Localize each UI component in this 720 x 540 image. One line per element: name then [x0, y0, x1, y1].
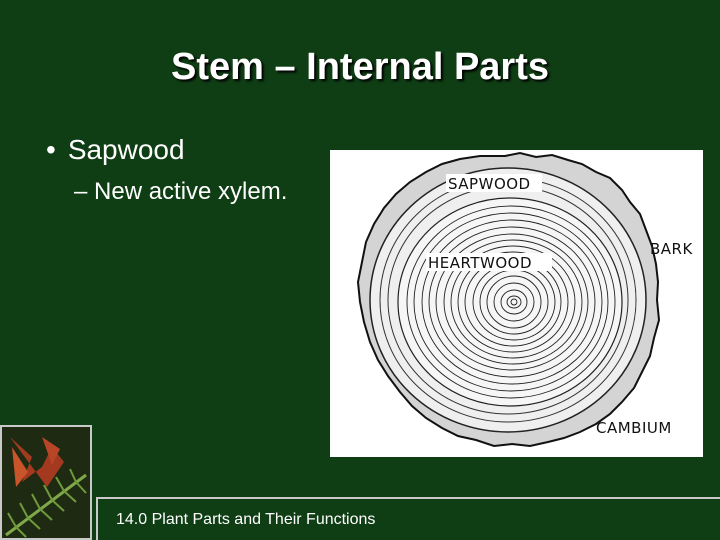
footer-text: 14.0 Plant Parts and Their Functions: [116, 511, 375, 529]
fern-thumbnail: [0, 425, 92, 540]
footer-bar: 14.0 Plant Parts and Their Functions: [96, 497, 720, 540]
tree-cross-section-diagram: SAPWOOD HEARTWOOD BARK CAMBIUM: [330, 150, 703, 457]
sub-bullet-text: – New active xylem.: [74, 178, 287, 206]
tree-cross-section-figure: SAPWOOD HEARTWOOD BARK CAMBIUM: [330, 150, 703, 457]
label-cambium: CAMBIUM: [596, 419, 672, 437]
label-bark: BARK: [650, 240, 693, 258]
bullet-text: Sapwood: [68, 134, 185, 165]
bullet-item: • Sapwood: [46, 134, 185, 166]
label-heartwood: HEARTWOOD: [428, 254, 532, 272]
slide-title: Stem – Internal Parts: [0, 46, 720, 89]
bullet-marker: •: [46, 134, 56, 165]
fern-leaf-image: [2, 427, 90, 538]
label-sapwood: SAPWOOD: [448, 175, 531, 193]
